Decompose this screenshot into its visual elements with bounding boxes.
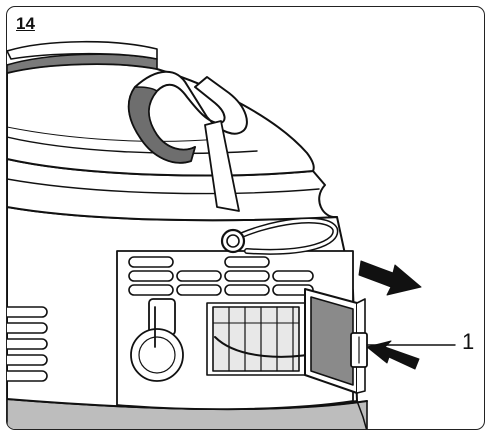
push-arrow [366,340,420,370]
filter-compartment [206,302,306,376]
callout-label-1: 1 [462,329,475,354]
side-vents [7,306,48,382]
illustration-frame: 14 1 [6,6,485,430]
air-vents-left [128,256,314,296]
pull-arrow [358,260,422,296]
figure-number: 14 [16,14,35,33]
power-socket [130,298,184,382]
door-latch [350,332,368,368]
vacuum-illustration [7,40,456,429]
